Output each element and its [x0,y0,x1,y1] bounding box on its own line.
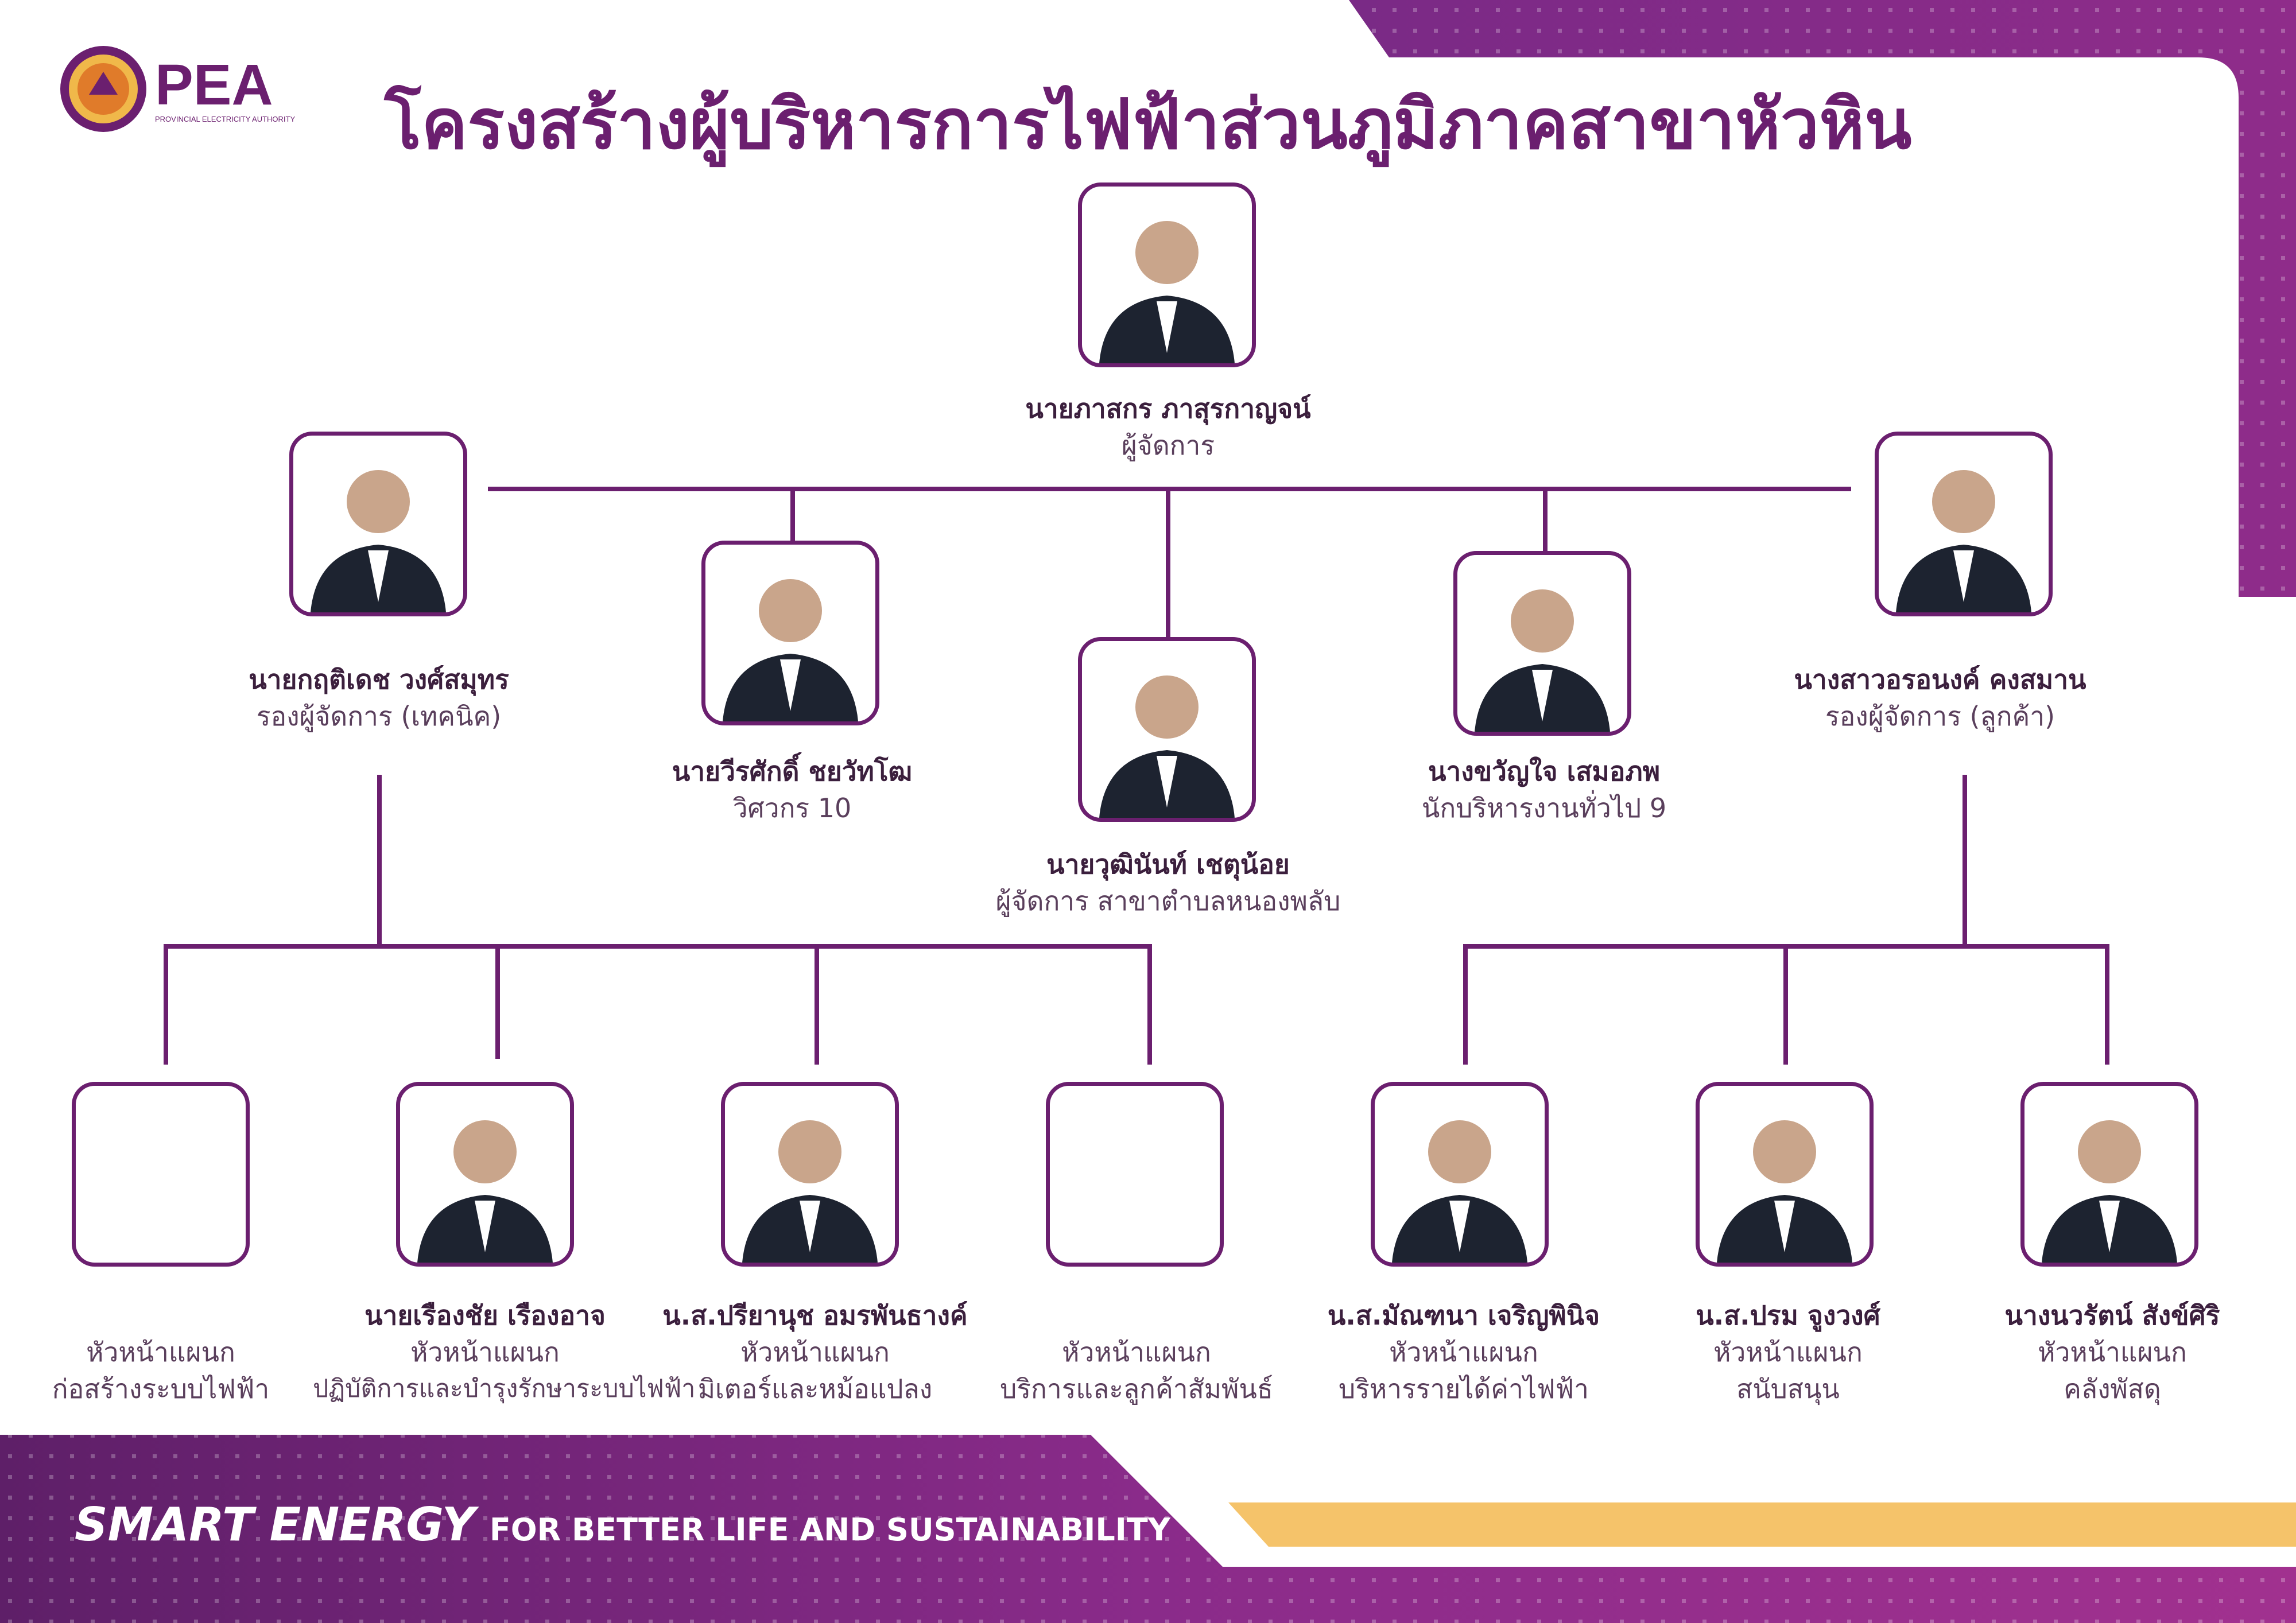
manager-role: ผู้จัดการ [1121,430,1215,461]
admin-role: นักบริหารงานทั่วไป 9 [1421,793,1667,824]
head1-role: หัวหน้าแผนก [86,1337,235,1368]
deputy-cust-photo [1875,432,2053,616]
deputy-tech-name: นายกฤติเดช วงศ์สมุทร [249,664,509,695]
head2-dept: ปฏิบัติการและบำรุงรักษาระบบไฟฟ้า [313,1374,696,1403]
manager-photo [1078,183,1256,367]
admin-name: นางขวัญใจ เสมอภพ [1428,756,1661,787]
engineer-caption: นายวีรศักดิ์ ชยวัทโฒ วิศวกร 10 [620,753,964,826]
person-icon [311,470,446,612]
footer-slogan: SMART ENERGY FOR BETTER LIFE AND SUSTAIN… [75,1498,1170,1551]
deputy-cust-caption: นางสาวอรอนงค์ คงสมาน รองผู้จัดการ (ลูกค้… [1768,661,2112,735]
deputy-cust-role: รองผู้จัดการ (ลูกค้า) [1825,701,2055,732]
svg-text:PEA: PEA [155,53,273,117]
deputy-tech-role: รองผู้จัดการ (เทคนิค) [256,701,502,732]
engineer-name: นายวีรศักดิ์ ชยวัทโฒ [672,756,913,787]
head7-name: นางนวรัตน์ สังข์ศิริ [2004,1300,2220,1331]
head2-role: หัวหน้าแผนก [410,1337,560,1368]
branch-mgr-role: ผู้จัดการ สาขาตำบลหนองพลับ [995,886,1341,917]
head3-caption: น.ส.ปรียานุช อมรพันธางค์ หัวหน้าแผนก มิเ… [643,1297,987,1407]
head5-role: หัวหน้าแผนก [1389,1337,1538,1368]
head4-dept: บริการและลูกค้าสัมพันธ์ [1000,1373,1273,1404]
head7-role: หัวหน้าแผนก [2038,1337,2187,1368]
head7-photo [2020,1082,2198,1267]
person-icon [1099,675,1235,818]
head5-name: น.ส.มัณฑนา เจริญพินิจ [1327,1300,1600,1331]
head6-photo [1696,1082,1874,1267]
head1-dept: ก่อสร้างระบบไฟฟ้า [52,1373,270,1404]
logo-subtitle: PROVINCIAL ELECTRICITY AUTHORITY [155,115,296,123]
person-icon [1392,1120,1527,1263]
person-icon [742,1120,878,1263]
head6-name: น.ส.ปรม จูงวงศ์ [1696,1300,1880,1331]
pea-logo: PEA [60,46,273,132]
person-icon [723,579,858,721]
head1-caption: หัวหน้าแผนก ก่อสร้างระบบไฟฟ้า [0,1297,333,1407]
gold-stripe [1228,1502,2296,1547]
person-icon [417,1120,553,1263]
head4-name [964,1297,1309,1334]
head6-caption: น.ส.ปรม จูงวงศ์ หัวหน้าแผนก สนับสนุน [1616,1297,1960,1407]
engineer-photo [701,541,879,725]
deputy-tech-caption: นายกฤติเดช วงศ์สมุทร รองผู้จัดการ (เทคนิ… [207,661,551,735]
manager-caption: นายภาสกร ภาสุรกาญจน์ ผู้จัดการ [996,390,1340,464]
admin-photo [1453,551,1631,736]
head3-role: หัวหน้าแผนก [740,1337,890,1368]
branch-mgr-name: นายวุฒินันท์ เชตุน้อย [1046,849,1290,880]
page-title: โครงสร้างผู้บริหารการไฟฟ้าส่วนภูมิภาคสาข… [384,85,1912,165]
head4-role: หัวหน้าแผนก [1062,1337,1211,1368]
head7-caption: นางนวรัตน์ สังข์ศิริ หัวหน้าแผนก คลังพัส… [1940,1297,2285,1407]
footer-brand: SMART ENERGY [75,1498,475,1551]
branch-mgr-caption: นายวุฒินันท์ เชตุน้อย ผู้จัดการ สาขาตำบล… [967,846,1369,919]
person-icon [1896,470,2031,612]
deputy-tech-photo [289,432,467,616]
head2-photo [396,1082,574,1267]
head2-name: นายเรืองชัย เรืองอาจ [364,1300,606,1331]
head5-caption: น.ส.มัณฑนา เจริญพินิจ หัวหน้าแผนก บริหาร… [1292,1297,1636,1407]
head4-caption: หัวหน้าแผนก บริการและลูกค้าสัมพันธ์ [964,1297,1309,1407]
head7-dept: คลังพัสดุ [2064,1373,2161,1404]
head6-dept: สนับสนุน [1736,1373,1840,1404]
person-icon [2042,1120,2177,1263]
head6-role: หัวหน้าแผนก [1713,1337,1863,1368]
head4-photo-empty [1046,1082,1224,1267]
head3-name: น.ส.ปรียานุช อมรพันธางค์ [662,1300,968,1331]
deputy-cust-name: นางสาวอรอนงค์ คงสมาน [1794,664,2086,695]
admin-caption: นางขวัญใจ เสมอภพ นักบริหารงานทั่วไป 9 [1372,753,1716,826]
head5-dept: บริหารรายได้ค่าไฟฟ้า [1339,1373,1589,1404]
head1-name [0,1297,333,1334]
branch-mgr-photo [1078,637,1256,822]
person-icon [1717,1120,1852,1263]
head3-photo [721,1082,899,1267]
head1-photo-empty [72,1082,250,1267]
engineer-role: วิศวกร 10 [732,793,852,824]
person-icon [1475,589,1610,732]
footer-tagline: FOR BETTER LIFE AND SUSTAINABILITY [489,1512,1170,1548]
head5-photo [1371,1082,1549,1267]
head2-caption: นายเรืองชัย เรืองอาจ หัวหน้าแผนก ปฏิบัติ… [313,1297,696,1407]
person-icon [1099,221,1235,363]
head3-dept: มิเตอร์และหม้อแปลง [697,1373,933,1404]
manager-name: นายภาสกร ภาสุรกาญจน์ [1025,393,1311,424]
